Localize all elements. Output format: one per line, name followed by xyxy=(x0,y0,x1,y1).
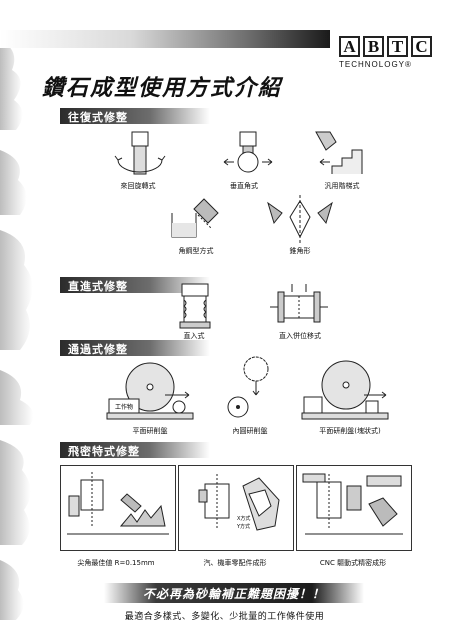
header-gradient-bar xyxy=(0,30,330,48)
diagram-cnc-precision xyxy=(302,473,403,535)
section-heading-plunge: 直進式修整 xyxy=(60,277,210,293)
caption: 尖角最佳値 R=0.15mm xyxy=(77,559,155,567)
caption: 汎用階梯式 xyxy=(324,182,360,190)
workpiece-label: 工作物 xyxy=(115,403,133,411)
caption: 平面研削盤 xyxy=(132,427,168,435)
x-mode-label: X方式 xyxy=(237,515,250,522)
caption: 角鋼型方式 xyxy=(178,247,214,255)
section-heading-label: 往復式修整 xyxy=(68,111,128,124)
logo-letter: B xyxy=(363,36,384,57)
diagram-surface-grinder: 工作物 xyxy=(106,362,194,420)
tagline: 最適合多樣式、多變化、少批量的工作條件使用 xyxy=(124,612,325,622)
abtc-logo: A B T C TECHNOLOGY® xyxy=(339,36,439,80)
caption: CNC 驅動式精密成形 xyxy=(319,559,387,567)
diagram-straight-in xyxy=(179,283,211,329)
precision-panel-1 xyxy=(60,465,176,551)
section-heading-precision: 飛密特式修整 xyxy=(60,442,210,458)
precision-panel-2: X方式 Y方式 xyxy=(178,465,294,551)
section-heading-label: 通過式修整 xyxy=(68,343,128,356)
caption: 內圓研削盤 xyxy=(232,427,268,435)
caption: 垂直角式 xyxy=(230,182,258,190)
diagram-taper xyxy=(267,195,333,243)
logo-letter: T xyxy=(387,36,408,57)
diagram-internal-grinder xyxy=(227,356,269,418)
decorative-wave-strip xyxy=(0,40,34,620)
diagram-step xyxy=(315,131,363,174)
section-heading-label: 直進式修整 xyxy=(68,280,128,293)
logo-letter: C xyxy=(411,36,432,57)
diagram-straight-in-offset xyxy=(270,284,328,323)
diagram-angle-steel xyxy=(171,198,219,238)
caption: 平面研削盤(塊狀式) xyxy=(319,427,381,435)
diagram-vehicle-parts: X方式 Y方式 xyxy=(198,474,280,531)
section-heading-label: 飛密特式修整 xyxy=(68,445,140,458)
logo-subtitle: TECHNOLOGY® xyxy=(339,60,412,69)
caption: 來回旋轉式 xyxy=(120,182,156,190)
diagram-rotary xyxy=(114,131,166,175)
page-title: 鑽石成型使用方式介紹 xyxy=(42,76,283,101)
diagram-surface-grinder-block xyxy=(301,360,389,420)
caption: 直入併位移式 xyxy=(279,332,321,340)
diagram-vertical-angle xyxy=(223,131,273,173)
section-heading-reciprocating: 往復式修整 xyxy=(60,108,210,124)
diagram-sharp-corner xyxy=(67,472,169,535)
caption: 直入式 xyxy=(183,332,205,340)
slogan-banner: 不必再為砂輪補正難題困擾！！ xyxy=(104,583,364,603)
logo-letter: A xyxy=(339,36,360,57)
y-mode-label: Y方式 xyxy=(236,523,250,530)
caption: 汽、機車零配件成形 xyxy=(203,559,267,567)
precision-panel-3 xyxy=(296,465,412,551)
caption: 錐角形 xyxy=(289,247,311,255)
section-heading-traverse: 通過式修整 xyxy=(60,340,210,356)
slogan-text: 不必再為砂輪補正難題困擾！！ xyxy=(142,587,325,601)
